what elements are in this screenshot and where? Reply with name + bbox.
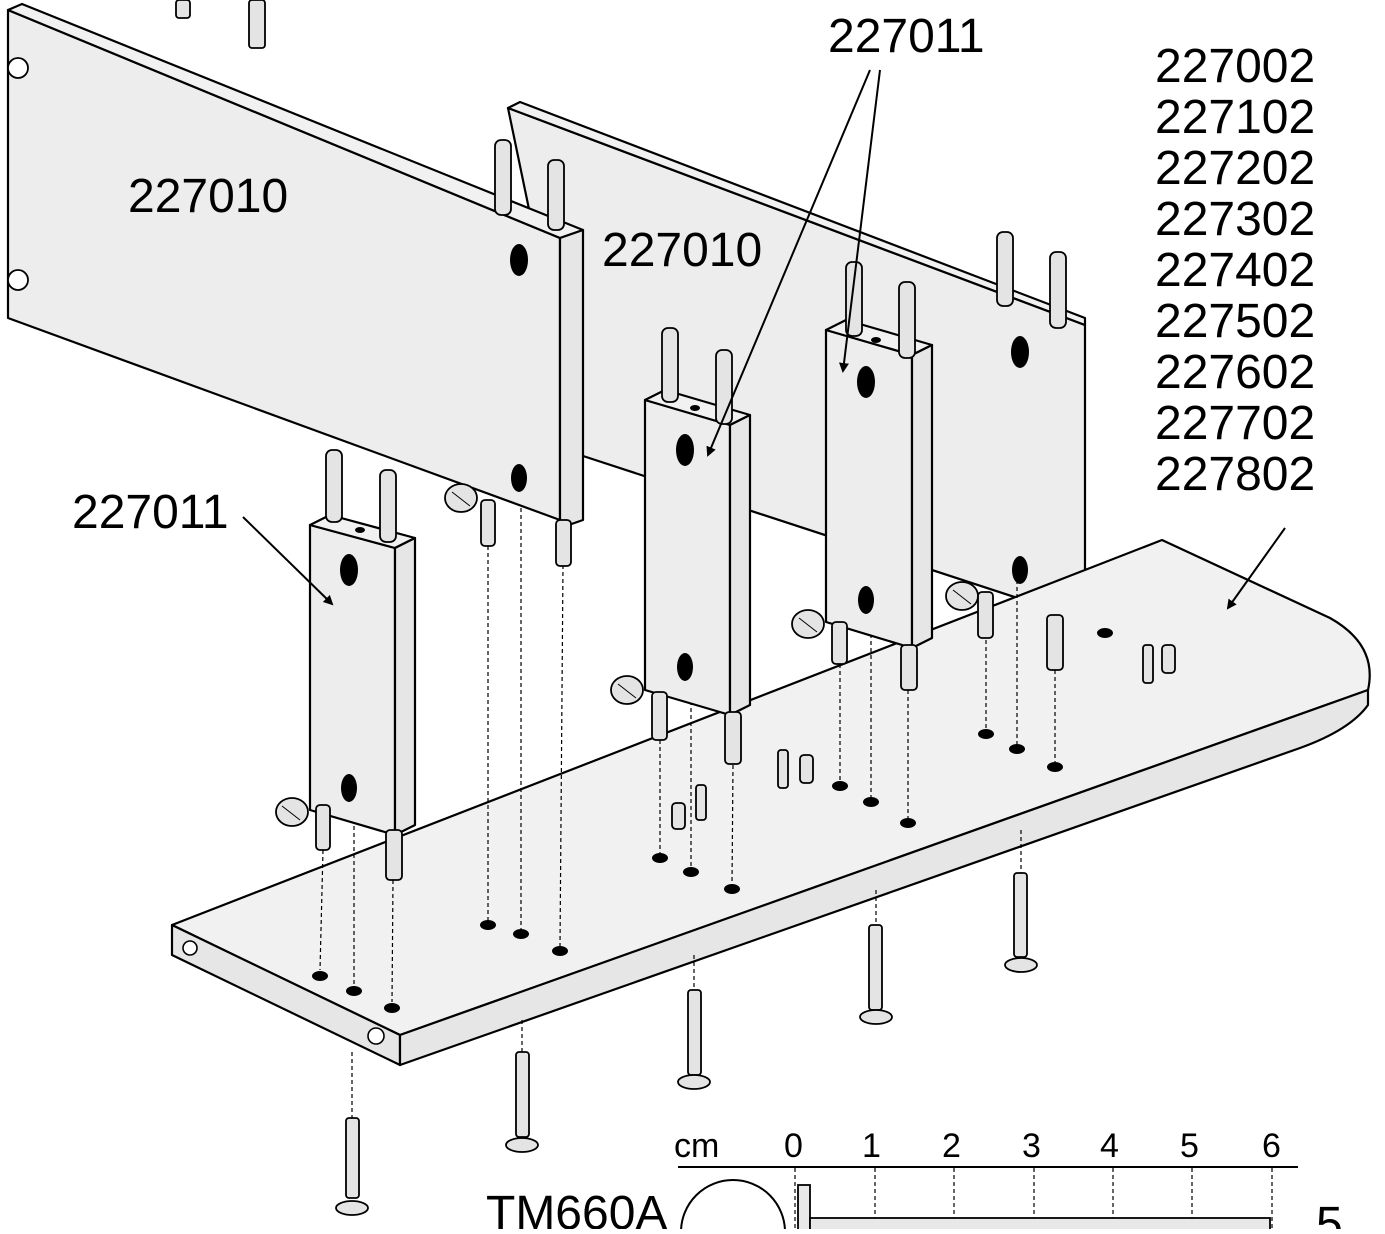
top-code: 227602 — [1155, 346, 1315, 399]
guide-lines — [319, 508, 1056, 1118]
top-code: 227402 — [1155, 244, 1315, 297]
block-middle — [643, 388, 752, 717]
label-block-top: 227011 — [828, 10, 985, 63]
screws — [335, 872, 1038, 1216]
shelf-holes — [312, 628, 1113, 1013]
label-panel-left: 227010 — [128, 170, 288, 223]
top-code: 227302 — [1155, 193, 1315, 246]
ruler-unit: cm — [674, 1127, 719, 1165]
back-panel-left — [6, 2, 585, 530]
screw-code-label: TM660A — [486, 1187, 667, 1229]
lower-dowels — [315, 499, 1176, 881]
ruler-tick-label: 6 — [1262, 1127, 1281, 1165]
ruler-tick-label: 5 — [1180, 1127, 1199, 1165]
top-code: 227802 — [1155, 448, 1315, 501]
screw-tm660a: TM660A — [486, 1179, 1271, 1234]
ruler-tick-label: 4 — [1100, 1127, 1119, 1165]
bottom-shelf — [170, 538, 1371, 1067]
upper-dowels — [175, 0, 1067, 543]
ruler: cm 0 1 2 3 4 5 6 — [674, 1127, 1298, 1229]
ruler-tick-label: 1 — [862, 1127, 881, 1165]
step-number: 5 — [1316, 1198, 1343, 1229]
top-code: 227202 — [1155, 142, 1315, 195]
top-code: 227002 — [1155, 40, 1315, 93]
label-panel-middle: 227010 — [602, 224, 762, 277]
label-block-left: 227011 — [72, 486, 229, 539]
top-code: 227702 — [1155, 397, 1315, 450]
ruler-tick-label: 2 — [942, 1127, 961, 1165]
top-code-list: 227002 227102 227202 227302 227402 22750… — [1155, 40, 1315, 501]
ruler-tick-label: 3 — [1022, 1127, 1041, 1165]
block-left — [308, 513, 417, 837]
cam-fittings — [275, 483, 1154, 827]
back-panel-middle — [506, 100, 1087, 622]
top-code: 227502 — [1155, 295, 1315, 348]
ruler-tick-label: 0 — [784, 1127, 803, 1165]
leader-lines — [242, 69, 1286, 610]
top-code: 227102 — [1155, 91, 1315, 144]
